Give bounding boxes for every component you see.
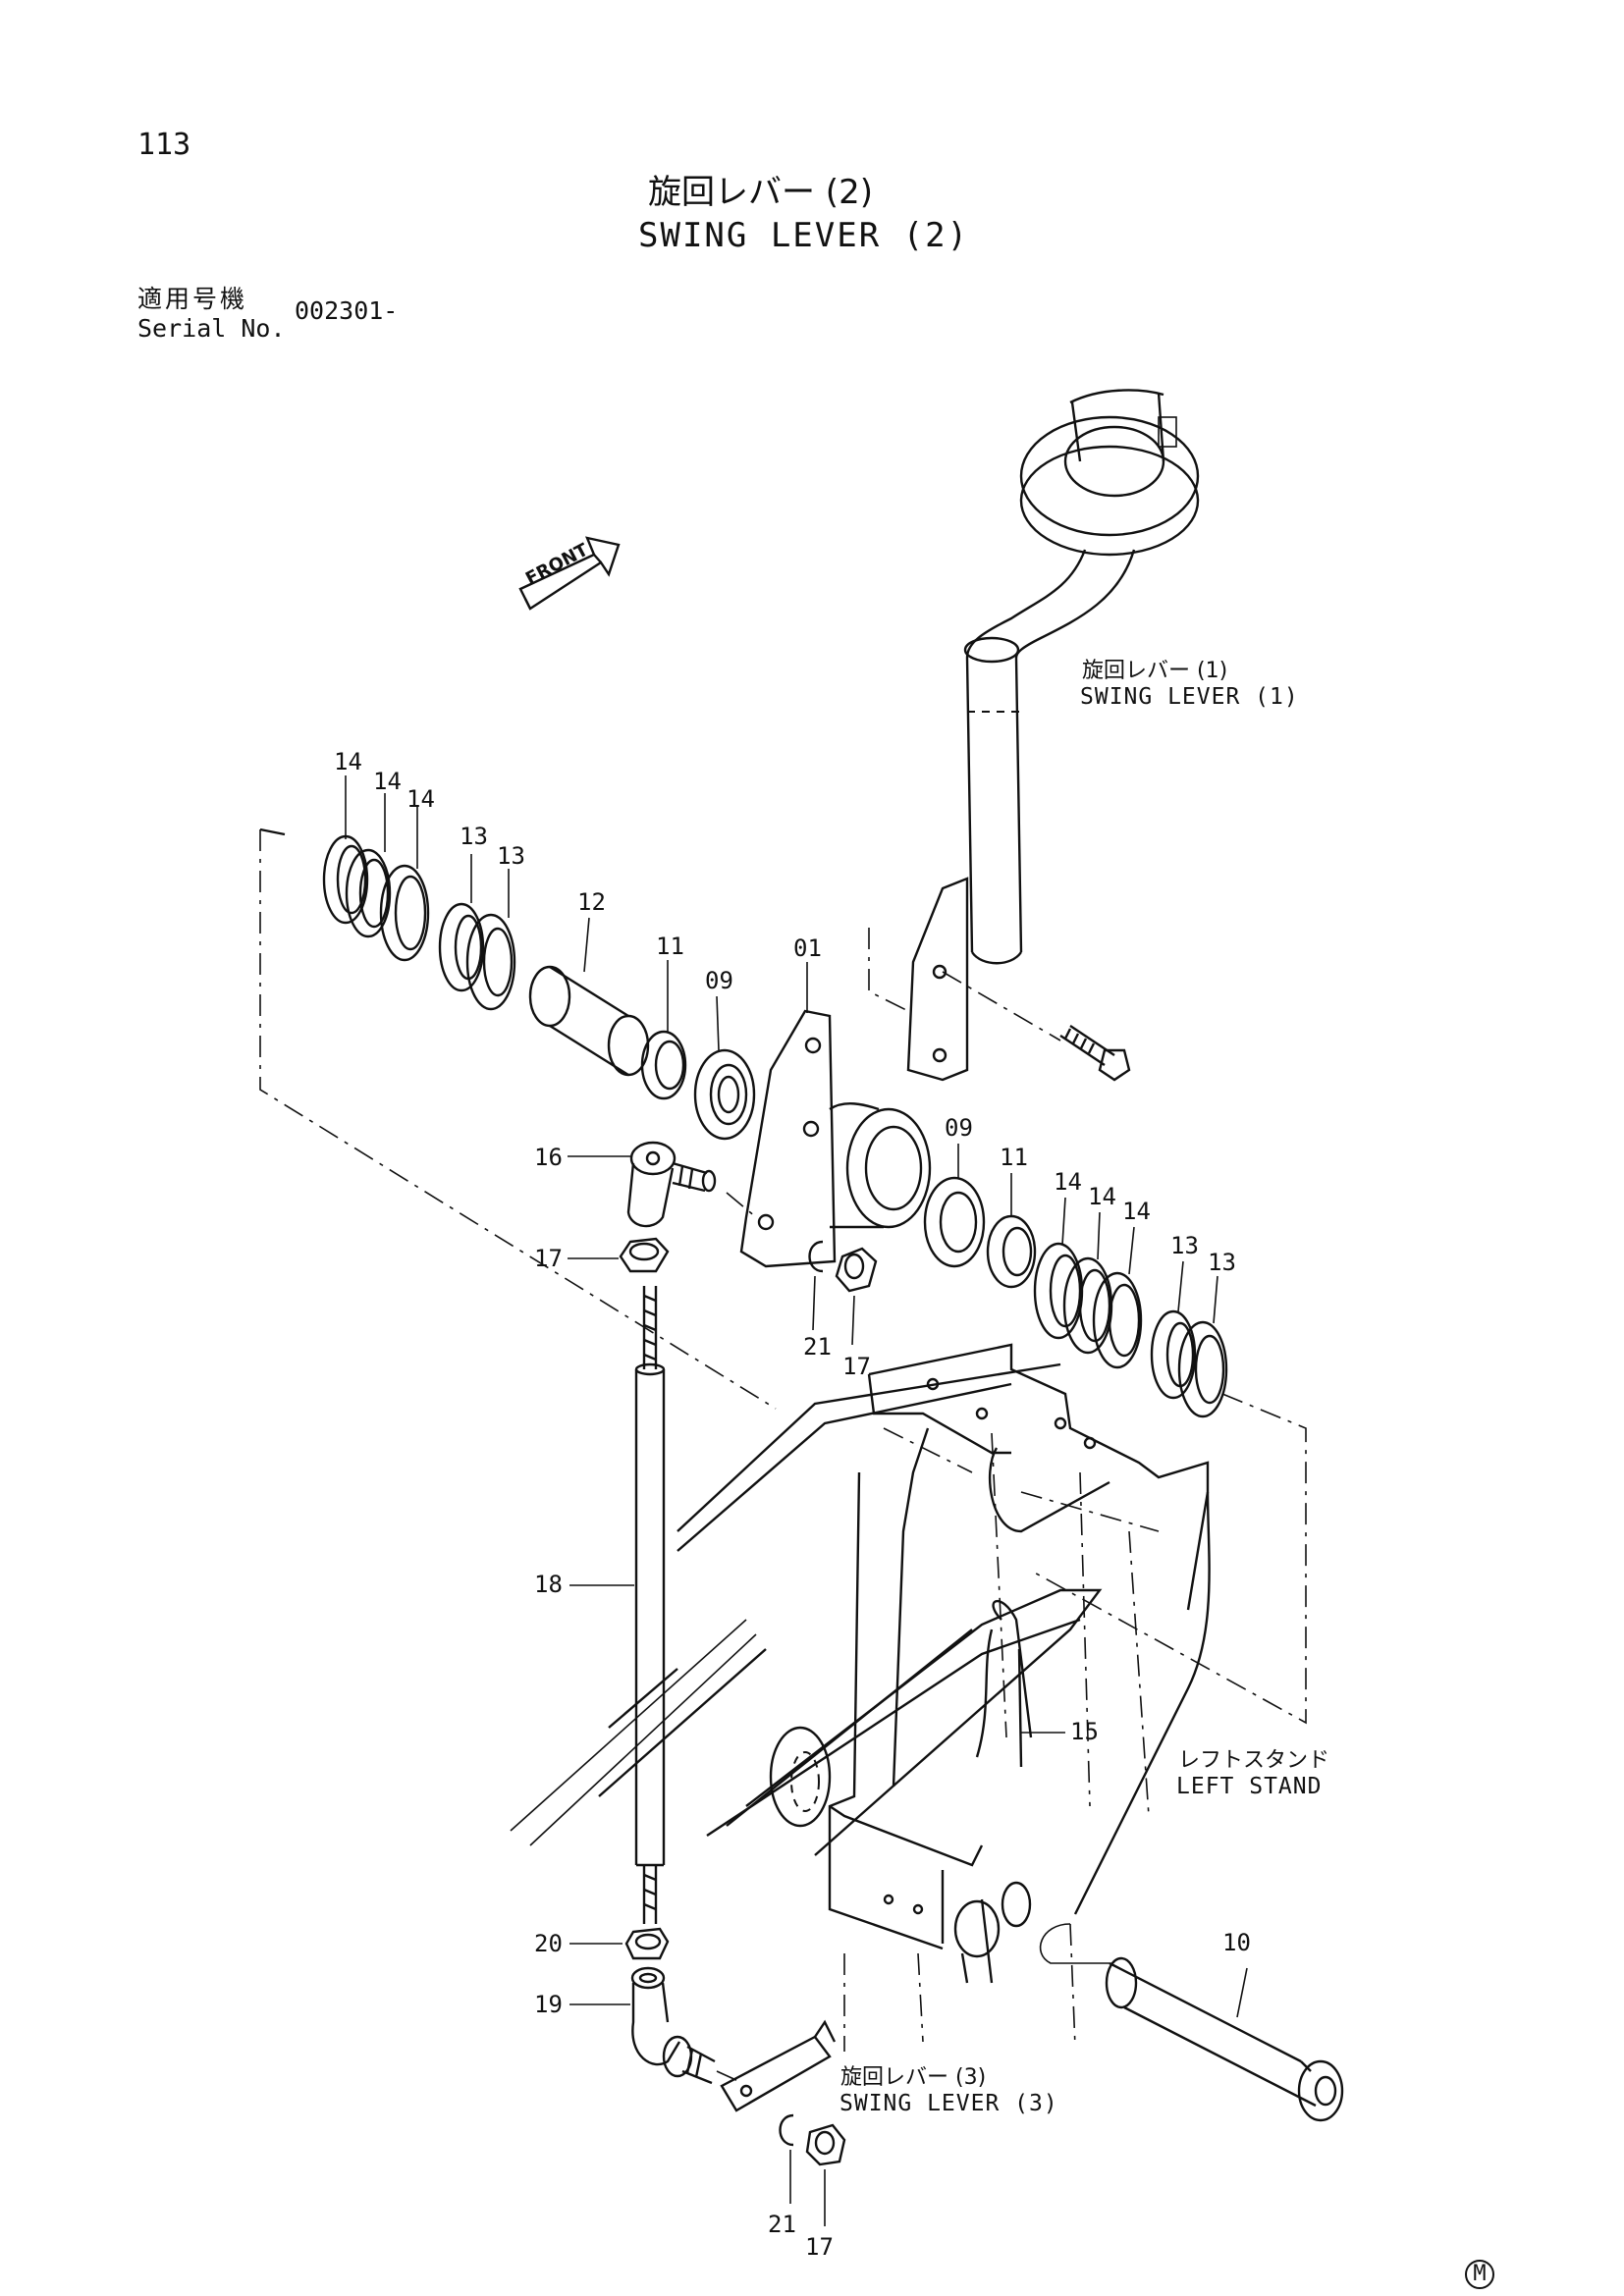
callout-12: 12 <box>577 888 606 916</box>
callout-18: 18 <box>534 1571 563 1598</box>
callout-10: 10 <box>1222 1929 1251 1956</box>
swing-lever-1-drawing <box>906 389 1200 1082</box>
callout-20: 20 <box>534 1930 563 1957</box>
callout-11: 11 <box>1000 1144 1028 1171</box>
callout-13: 13 <box>497 842 525 870</box>
callout-01: 01 <box>793 934 822 962</box>
left-stand-drawing <box>510 1343 1211 2052</box>
callout-15: 15 <box>1070 1718 1099 1745</box>
swing-lever-1-label-jp: 旋回レバー (1) <box>1082 659 1228 683</box>
callout-14: 14 <box>334 748 362 775</box>
serial-label-japanese: 適用号機 <box>137 285 248 313</box>
callout-09: 09 <box>945 1114 973 1142</box>
swing-lever-3-label-jp: 旋回レバー (3) <box>840 2065 987 2090</box>
assembly-outline <box>259 828 1307 1725</box>
front-arrow-icon <box>518 536 621 611</box>
seal-bearing-left <box>640 1030 756 1141</box>
spacer-12-drawing <box>528 965 650 1077</box>
swing-lever-3-label-en: SWING LEVER (3) <box>839 2091 1058 2116</box>
callout-16: 16 <box>534 1144 563 1171</box>
pin-10-drawing <box>1039 1923 1344 2122</box>
callout-21: 21 <box>768 2211 796 2238</box>
callout-17: 17 <box>805 2233 834 2261</box>
callout-09: 09 <box>705 967 733 994</box>
serial-number-value: 002301- <box>295 296 399 325</box>
callout-14: 14 <box>373 768 402 795</box>
washer-stack-right <box>1033 1242 1228 1418</box>
callout-21: 21 <box>803 1333 832 1361</box>
lever-arm-01-drawing <box>739 1009 932 1268</box>
leader-lines <box>345 775 1248 2226</box>
seal-bearing-right <box>923 1176 1037 1289</box>
callout-14: 14 <box>406 785 435 813</box>
circlip-nut-arm-drawing <box>808 1240 878 1293</box>
callout-17: 17 <box>842 1353 871 1380</box>
callout-11: 11 <box>656 933 684 960</box>
title-japanese: 旋回レバー (2) <box>648 173 873 212</box>
rod-end-16-drawing <box>626 1141 757 1228</box>
callout-14: 14 <box>1054 1168 1082 1196</box>
callout-19: 19 <box>534 1991 563 2018</box>
nut-17-top-drawing <box>619 1237 670 1273</box>
left-stand-label-en: LEFT STAND <box>1176 1774 1323 1799</box>
rod-end-19-drawing <box>624 1927 739 2085</box>
washer-stack-left <box>322 834 516 1011</box>
callout-14: 14 <box>1088 1183 1116 1210</box>
corner-mark: M <box>1465 2260 1494 2289</box>
swing-lever-3-drawing <box>720 2019 846 2166</box>
callout-14: 14 <box>1122 1198 1151 1225</box>
swing-lever-1-label-en: SWING LEVER (1) <box>1080 684 1299 710</box>
callout-13: 13 <box>1170 1232 1199 1259</box>
page-number: 113 <box>137 128 191 162</box>
callout-13: 13 <box>1208 1249 1236 1276</box>
serial-label-english: Serial No. <box>137 314 286 343</box>
cotter-pin-15-drawing <box>975 1600 1033 1768</box>
callout-17: 17 <box>534 1245 563 1272</box>
title-english: SWING LEVER (2) <box>638 216 970 255</box>
callout-13: 13 <box>460 823 488 850</box>
left-stand-label-jp: レフトスタンド <box>1178 1748 1330 1773</box>
rod-18-drawing <box>634 1286 666 1924</box>
